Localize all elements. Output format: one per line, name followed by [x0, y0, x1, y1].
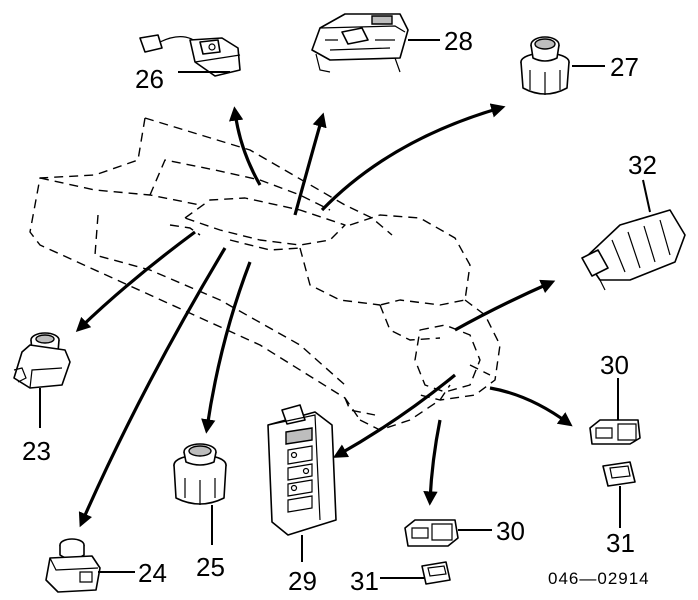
label-32: 32 — [628, 150, 657, 180]
arrow-to-32 — [454, 279, 556, 332]
part-28-switch-panel — [311, 13, 409, 73]
part-32-ribbed-switch — [581, 209, 686, 291]
label-26: 26 — [135, 64, 164, 94]
arrow-to-26 — [228, 106, 262, 186]
label-28: 28 — [444, 26, 473, 56]
label-27: 27 — [610, 52, 639, 82]
part-30-lower-connector — [404, 519, 492, 547]
label-23: 23 — [22, 436, 51, 466]
label-31-right: 31 — [606, 528, 635, 558]
label-24: 24 — [138, 558, 167, 588]
part-30-right-connector — [589, 378, 641, 445]
arrow-to-25 — [201, 261, 252, 434]
part-31-right-connector — [602, 461, 636, 528]
part-24-knob-switch — [45, 538, 135, 593]
label-25: 25 — [196, 552, 225, 582]
part-26-switch-harness — [139, 34, 241, 77]
label-29: 29 — [288, 566, 317, 596]
arrow-to-23 — [75, 230, 196, 332]
vehicle-interior-outline — [29, 117, 501, 431]
reference-code: 046—02914 — [548, 569, 650, 588]
arrow-to-30-lower — [423, 419, 442, 506]
arrow-to-27 — [320, 103, 506, 212]
part-25-round-switch — [173, 443, 227, 545]
part-27-round-knob — [520, 36, 570, 95]
label-30-lower: 30 — [496, 516, 525, 546]
part-23-knob-bracket — [13, 332, 71, 428]
arrow-to-24 — [78, 247, 227, 528]
leader-32 — [642, 179, 651, 213]
label-30-right: 30 — [600, 350, 629, 380]
leader-arrows — [75, 103, 573, 528]
arrow-to-29 — [332, 373, 457, 458]
arrow-to-30-right — [489, 386, 573, 427]
part-29-switch-module — [267, 404, 337, 562]
arrow-to-28 — [293, 112, 327, 216]
label-31-lower: 31 — [350, 566, 379, 596]
part-31-lower-connector — [380, 561, 451, 585]
